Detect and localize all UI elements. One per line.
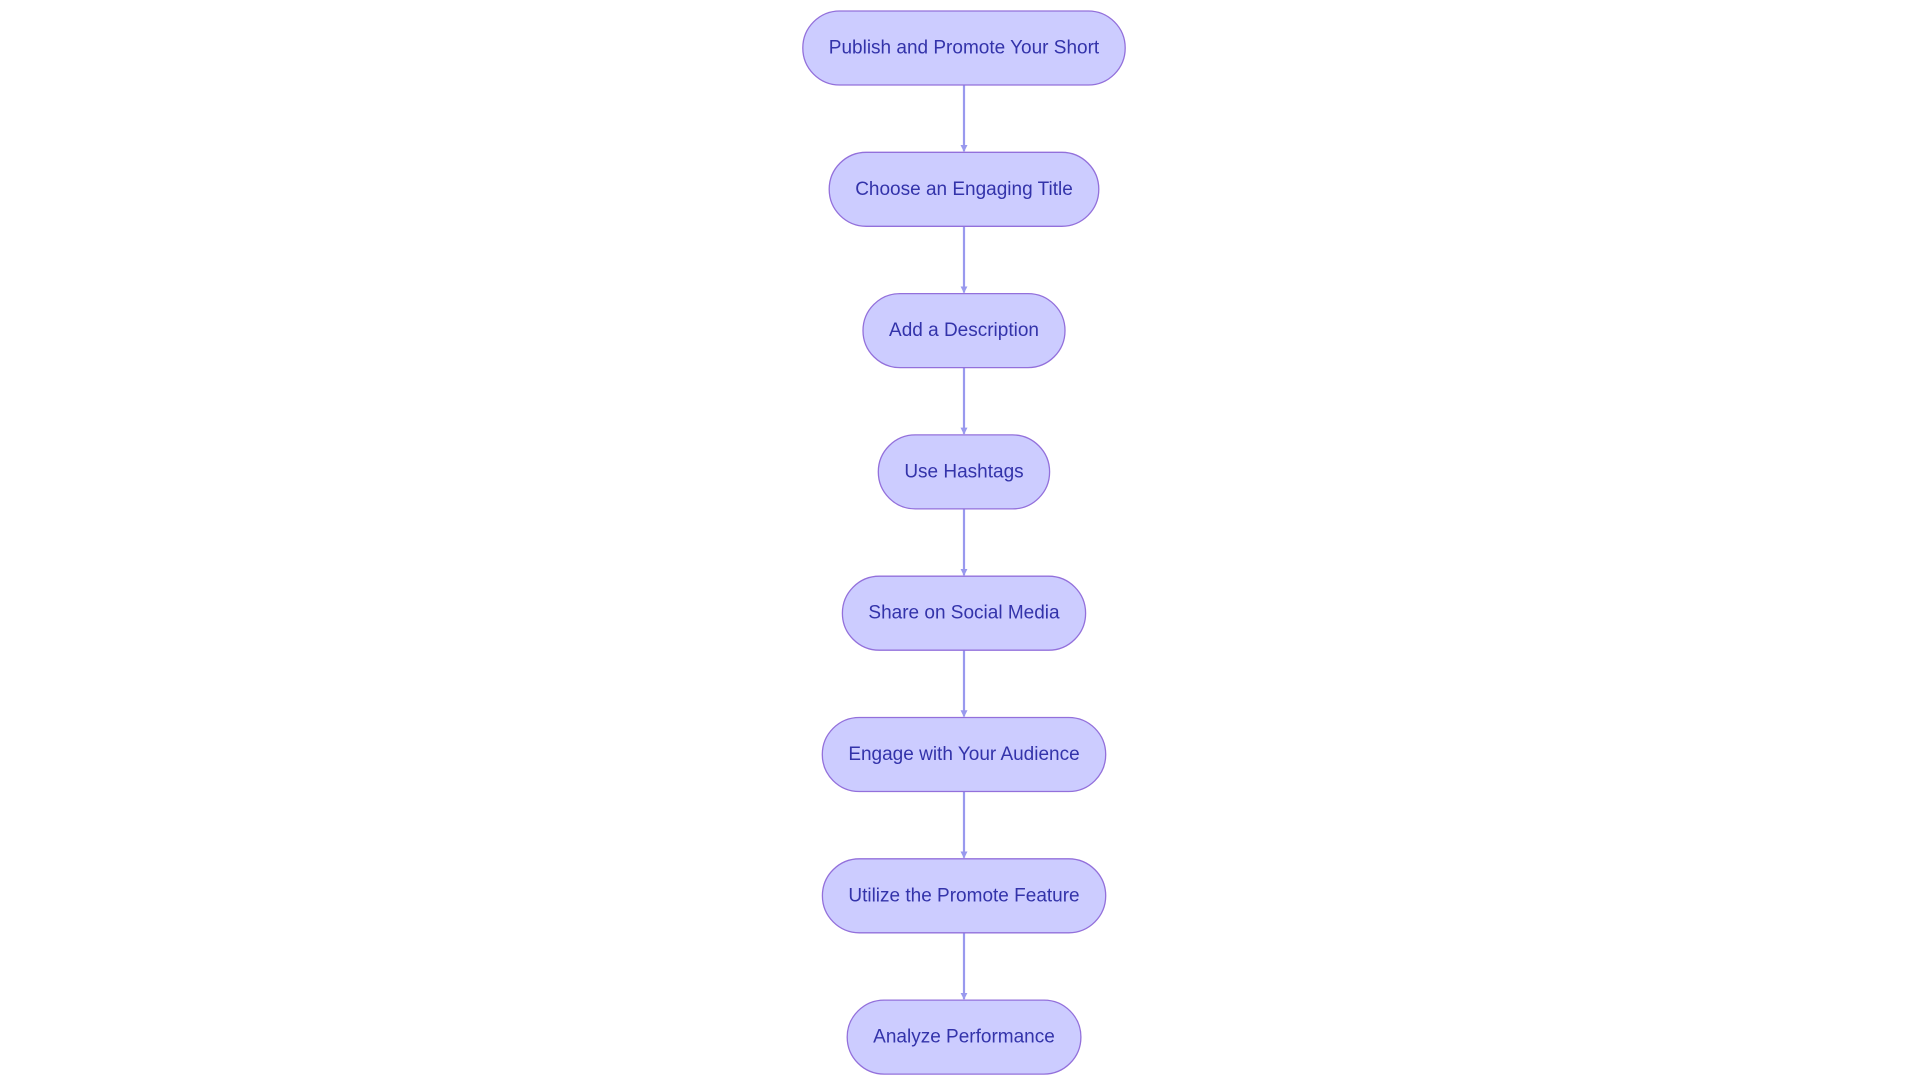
flowchart-node-title: Choose an Engaging Title <box>828 151 1100 227</box>
node-label: Engage with Your Audience <box>848 744 1079 765</box>
flowchart-node-publish: Publish and Promote Your Short <box>802 10 1126 86</box>
flowchart-node-analyze: Analyze Performance <box>846 999 1082 1075</box>
node-shape <box>862 292 1066 369</box>
flowchart-node-engage: Engage with Your Audience <box>821 716 1107 793</box>
node-shape <box>821 858 1107 934</box>
node-label: Use Hashtags <box>904 461 1023 482</box>
flowchart-node-hashtags: Use Hashtags <box>877 434 1051 510</box>
node-shape <box>877 434 1051 510</box>
node-shape <box>841 575 1087 651</box>
flowchart-node-social: Share on Social Media <box>841 575 1087 651</box>
node-shape <box>846 999 1082 1075</box>
node-label: Utilize the Promote Feature <box>848 885 1079 906</box>
node-shape <box>821 716 1107 793</box>
node-label: Add a Description <box>889 320 1039 341</box>
node-shape <box>828 151 1100 227</box>
flowchart-node-description: Add a Description <box>862 292 1066 369</box>
flowchart-node-promote: Utilize the Promote Feature <box>821 858 1107 934</box>
node-label: Choose an Engaging Title <box>855 179 1073 200</box>
node-shape <box>802 10 1126 86</box>
node-label: Share on Social Media <box>868 603 1060 624</box>
node-label: Publish and Promote Your Short <box>829 38 1100 59</box>
node-label: Analyze Performance <box>873 1027 1055 1048</box>
